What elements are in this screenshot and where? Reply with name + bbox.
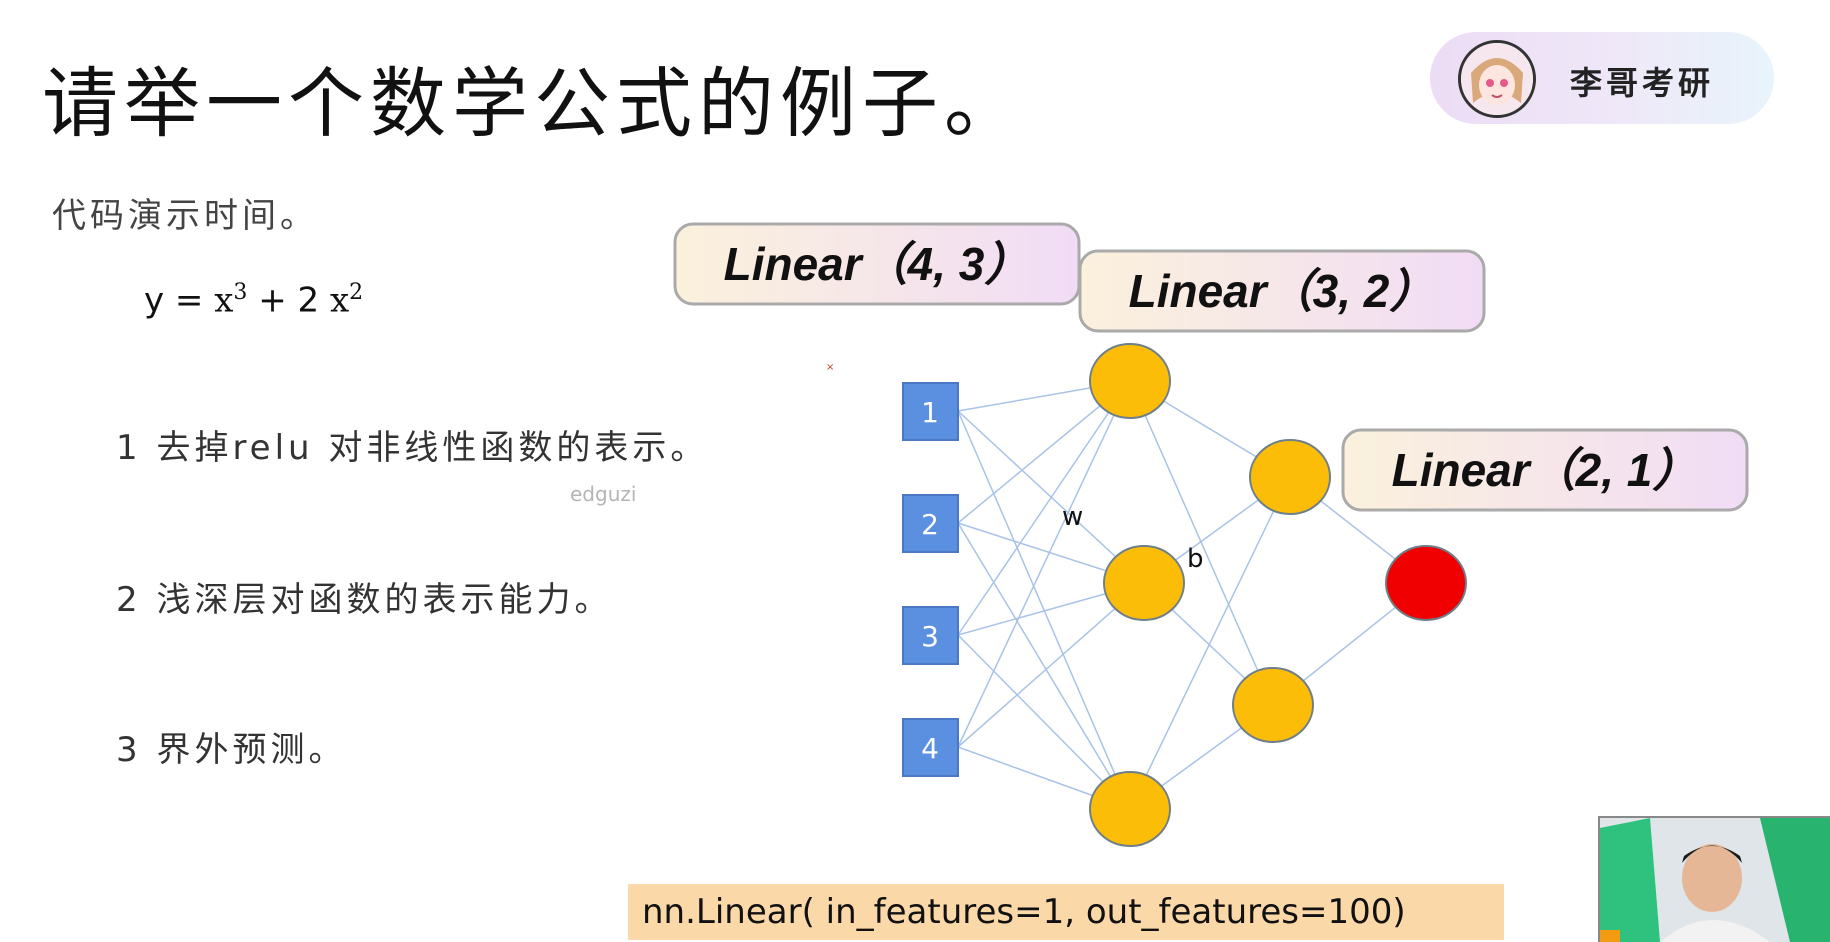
point-2: 2 浅深层对函数的表示能力。 xyxy=(116,580,613,620)
layer-label-2-text: Linear（3, 2） xyxy=(1129,265,1436,317)
weight-label: w xyxy=(1062,502,1083,532)
input-node-2: 2 xyxy=(902,494,959,553)
input-node-4-label: 4 xyxy=(921,732,939,765)
watermark: edguzi xyxy=(570,482,637,506)
stray-mark: × xyxy=(826,362,834,373)
hidden2-node-2 xyxy=(1232,667,1314,743)
hidden1-hidden2-edge xyxy=(1129,476,1291,810)
bias-label: b xyxy=(1187,544,1204,574)
layer-label-1: Linear（4, 3） xyxy=(673,222,1081,306)
brand-name: 李哥考研 xyxy=(1570,64,1715,102)
input-hidden1-edge xyxy=(957,582,1145,748)
section-subtitle: 代码演示时间。 xyxy=(52,196,318,236)
formula-exp1: 3 xyxy=(233,280,248,305)
page-title: 请举一个数学公式的例子。 xyxy=(42,59,1026,148)
input-hidden1-edge xyxy=(957,380,1131,636)
layer-label-2: Linear（3, 2） xyxy=(1078,249,1486,333)
input-node-1: 1 xyxy=(902,382,959,441)
point-3: 3 界外预测。 xyxy=(116,730,347,770)
formula-term1: x xyxy=(214,280,234,321)
input-node-1-label: 1 xyxy=(921,396,939,429)
layer-label-3: Linear（2, 1） xyxy=(1341,428,1749,512)
brand-avatar xyxy=(1458,40,1536,118)
input-node-3-label: 3 xyxy=(921,620,939,653)
input-hidden1-edge xyxy=(957,380,1131,748)
hidden2-node-1 xyxy=(1249,439,1331,515)
layer-label-3-text: Linear（2, 1） xyxy=(1392,444,1699,496)
brand-badge: 李哥考研 xyxy=(1430,32,1774,124)
code-text: nn.Linear( in_features=1, out_features=1… xyxy=(642,892,1406,932)
layer-label-1-text: Linear（4, 3） xyxy=(724,238,1031,290)
hidden1-node-3 xyxy=(1089,771,1171,847)
output-node xyxy=(1385,545,1467,621)
formula-term2: x xyxy=(329,280,350,321)
formula-lhs: y = xyxy=(144,280,204,321)
input-hidden1-edge xyxy=(957,410,1131,810)
input-node-3: 3 xyxy=(902,606,959,665)
formula-plus: + 2 xyxy=(258,280,320,321)
input-hidden1-edge xyxy=(957,634,1131,810)
point-1: 1 去掉relu 对非线性函数的表示。 xyxy=(116,428,709,468)
hidden1-hidden2-edge xyxy=(1129,380,1274,706)
webcam-overlay xyxy=(1598,816,1830,942)
hidden1-node-2 xyxy=(1103,545,1185,621)
hidden1-node-1 xyxy=(1089,343,1171,419)
code-banner: nn.Linear( in_features=1, out_features=1… xyxy=(628,884,1504,940)
formula-exp2: 2 xyxy=(349,280,364,305)
input-hidden1-edge xyxy=(957,522,1131,810)
input-node-4: 4 xyxy=(902,718,959,777)
input-node-2-label: 2 xyxy=(921,508,939,541)
formula: y = x3 + 2 x2 xyxy=(144,280,363,320)
